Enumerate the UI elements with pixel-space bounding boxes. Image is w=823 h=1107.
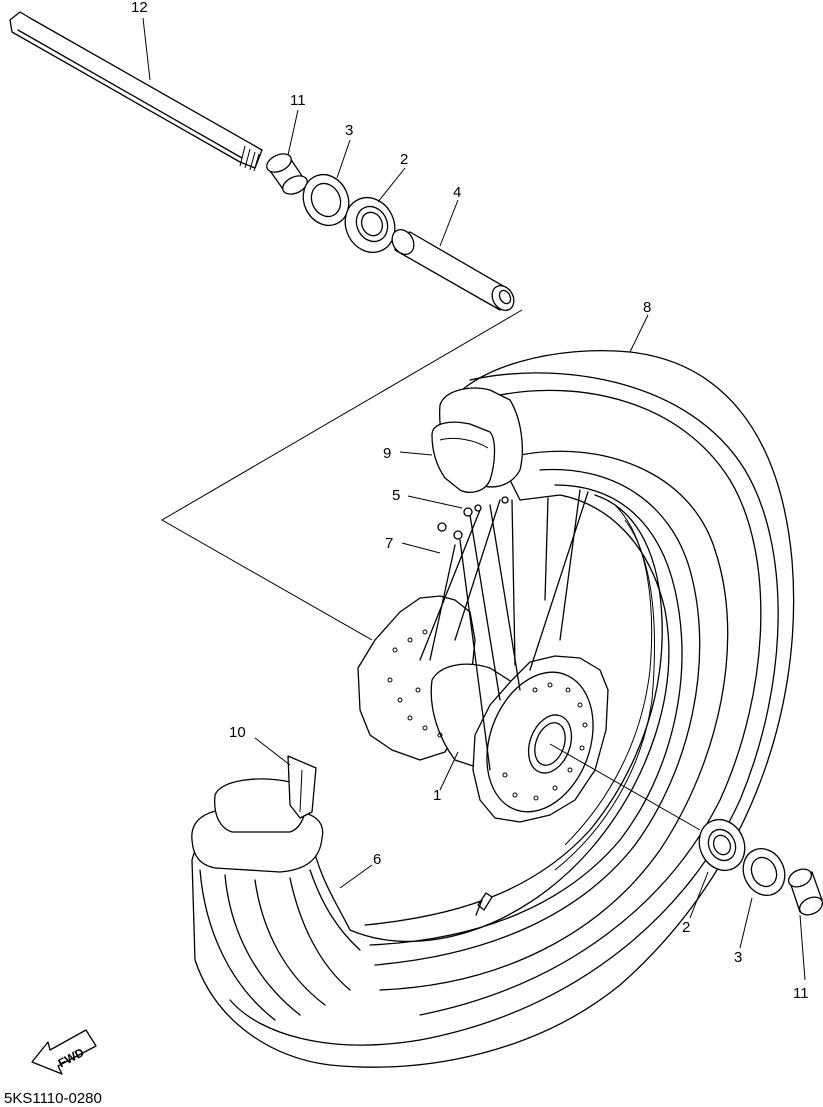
bearing-lower	[698, 819, 746, 871]
callout-5: 5	[392, 487, 400, 504]
callout-2-lower: 2	[682, 919, 690, 936]
callout-3-upper: 3	[345, 122, 353, 139]
callout-8: 8	[643, 299, 651, 316]
bearing-upper	[344, 197, 396, 253]
callout-3-lower: 3	[734, 949, 742, 966]
axle	[9, 11, 263, 172]
collar-upper	[266, 153, 308, 195]
callout-6: 6	[373, 851, 381, 868]
callout-4: 4	[453, 184, 461, 201]
wheel-hub	[357, 595, 609, 823]
drawing-code: 5KS1110-0280	[4, 1090, 102, 1107]
assembly-guide-lines	[161, 309, 701, 831]
spokes	[419, 489, 589, 771]
callout-labels: 12 11 3 2 4 8 9 5 7 10 1 6 2 3 11	[131, 0, 809, 1002]
rim-band-lower	[214, 755, 317, 833]
callout-2-upper: 2	[400, 151, 408, 168]
forward-direction-arrow: FWD	[31, 1029, 97, 1075]
callout-9: 9	[383, 445, 391, 462]
callout-11-upper: 11	[290, 92, 306, 109]
callout-1: 1	[433, 787, 441, 804]
callout-11-lower: 11	[793, 985, 809, 1002]
spacer	[391, 229, 515, 311]
rim-band-upper	[431, 421, 496, 493]
callout-10: 10	[229, 724, 246, 741]
leader-lines	[142, 17, 806, 981]
oil-seal-upper	[302, 174, 350, 226]
callout-7: 7	[385, 535, 393, 552]
oil-seal-lower	[742, 848, 786, 896]
collar-lower	[787, 868, 823, 916]
callout-12: 12	[131, 0, 148, 16]
